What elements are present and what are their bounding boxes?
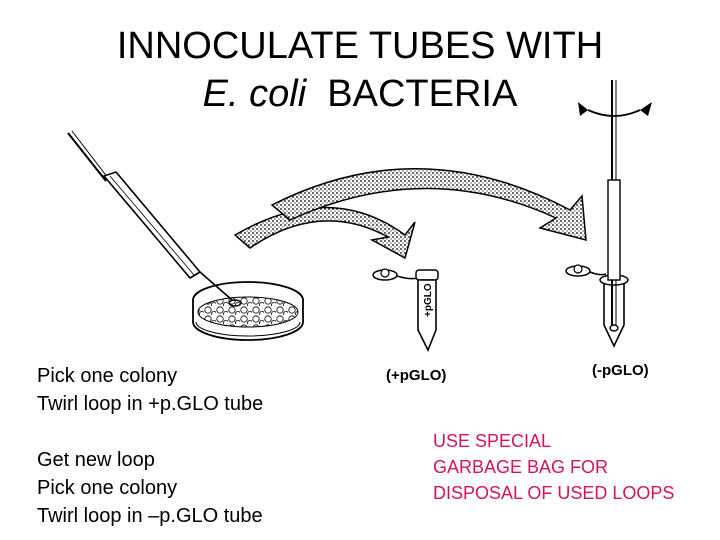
tube-label-minus: (-pGLO) [592, 362, 649, 379]
title-line-1: INNOCULATE TUBES WITH [116, 25, 604, 67]
petri-dish-icon [192, 281, 304, 341]
first-step-instructions: Pick one colony Twirl loop in +p.GLO tub… [37, 362, 263, 418]
instruction-line: Get new loop [37, 449, 155, 471]
instruction-line: Twirl loop in +p.GLO tube [37, 393, 264, 415]
warning-line: USE SPECIAL [433, 431, 552, 451]
instruction-line: Pick one colony [37, 365, 178, 387]
curved-arrow-icon [270, 168, 587, 241]
title-bacteria: BACTERIA [327, 73, 518, 115]
microcentrifuge-tube-icon [565, 80, 629, 348]
twirl-arrow-icon [578, 102, 652, 117]
second-step-instructions: Get new loop Pick one colony Twirl loop … [37, 446, 263, 530]
title-organism: E. coli [202, 73, 307, 115]
curved-arrow-icon [233, 206, 416, 260]
title-line-2: E. coli BACTERIA [0, 70, 720, 118]
tube-label-plus: (+pGLO) [386, 367, 447, 384]
warning-line: GARBAGE BAG FOR [433, 457, 609, 477]
tube-side-label: +pGLO [423, 283, 434, 317]
warning-line: DISPOSAL OF USED LOOPS [433, 483, 675, 503]
microcentrifuge-tube-icon: +pGLO [372, 268, 439, 352]
disposal-warning: USE SPECIAL GARBAGE BAG FOR DISPOSAL OF … [433, 428, 674, 506]
instruction-line: Twirl loop in –p.GLO tube [37, 505, 263, 527]
inoculation-loop-icon [67, 130, 242, 307]
instruction-line: Pick one colony [37, 477, 178, 499]
slide-title: INNOCULATE TUBES WITH E. coli BACTERIA [0, 22, 720, 118]
